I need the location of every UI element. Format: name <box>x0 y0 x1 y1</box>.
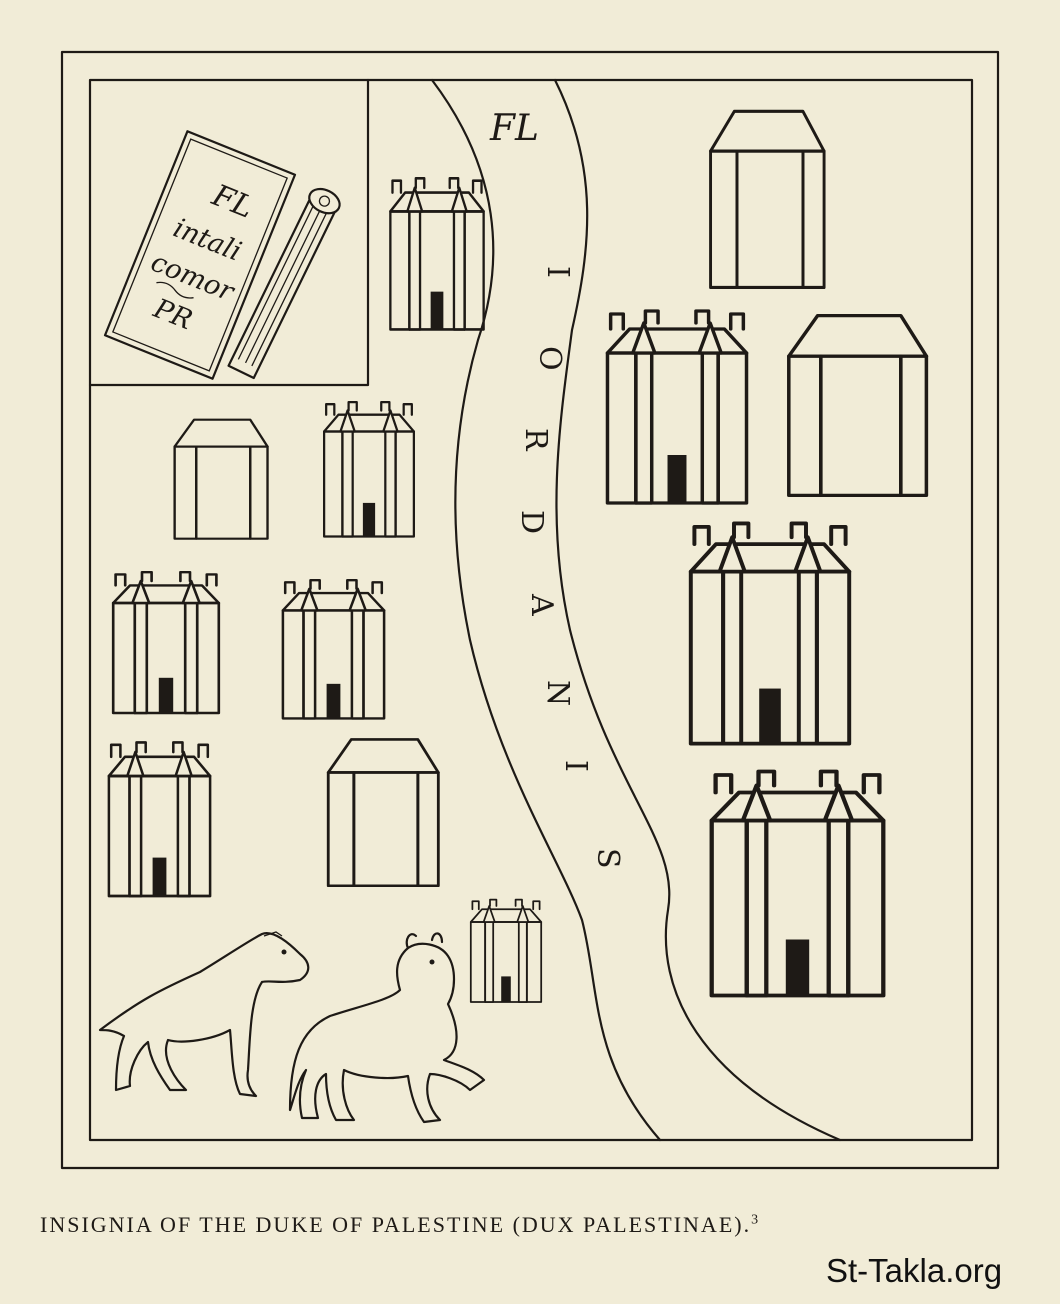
river-letter: O <box>532 346 567 371</box>
river-letter: R <box>518 428 553 452</box>
river-letter: I <box>540 266 575 278</box>
fort-icon <box>389 177 485 331</box>
river-letter: D <box>514 510 549 534</box>
fort-icon <box>326 738 440 888</box>
caption-text: INSIGNIA OF THE DUKE OF PALESTINE (DUX P… <box>40 1212 752 1237</box>
river-jordan <box>430 78 842 1142</box>
river-label: FL <box>489 108 539 149</box>
codicil-panel-border <box>88 78 370 387</box>
river-letter: A <box>524 593 559 616</box>
fort-icon <box>107 741 212 898</box>
fort-icon <box>322 400 416 538</box>
river-name: I O R D A N I S <box>514 266 625 869</box>
watermark: St-Takla.org <box>826 1252 1003 1289</box>
fort-icon <box>111 570 221 715</box>
wolf-icon <box>98 931 310 1098</box>
fort-icon <box>712 772 884 996</box>
river-letter: N <box>540 680 575 706</box>
inner-frame <box>88 78 974 1142</box>
lion-icon <box>288 932 486 1124</box>
outer-frame <box>60 50 1000 1170</box>
fort-icon <box>469 898 543 1003</box>
river-letter: I <box>558 760 593 772</box>
fort-icon <box>708 109 826 290</box>
fort-icon <box>787 313 929 498</box>
fort-icon <box>605 309 749 505</box>
fort-icon <box>173 418 269 540</box>
caption-footnote: 3 <box>751 1212 759 1228</box>
scroll-icon <box>227 187 341 380</box>
fort-icon <box>281 578 386 720</box>
codicil-book: FL intali comor PR <box>103 130 297 380</box>
figure-caption: INSIGNIA OF THE DUKE OF PALESTINE (DUX P… <box>40 1212 1040 1238</box>
river-letter: S <box>590 848 625 869</box>
fort-icon <box>688 521 852 746</box>
